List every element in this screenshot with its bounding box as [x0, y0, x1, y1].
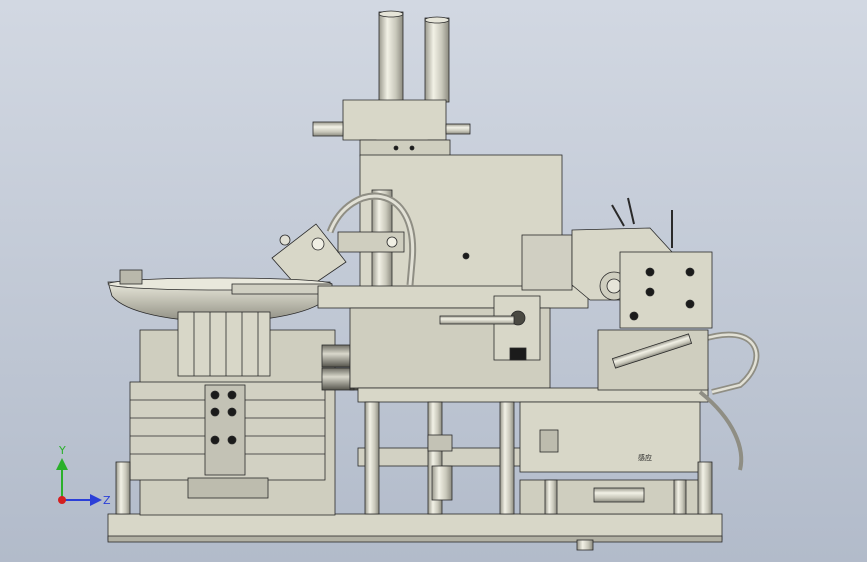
panel-marking: 感应 — [638, 453, 652, 462]
rotary-head — [521, 197, 760, 471]
base-plate — [107, 513, 723, 551]
top-actuator-block — [312, 99, 471, 157]
lower-press-frame: 感应 — [357, 387, 709, 515]
y-axis-label: Y — [58, 444, 66, 457]
vertical-guide-rods — [378, 10, 450, 105]
z-axis-arrowhead — [90, 494, 102, 506]
side-posts — [115, 461, 713, 515]
machine-assembly[interactable]: 感应 — [107, 10, 760, 551]
axis-triad: Y Z — [56, 444, 111, 507]
main-housing — [359, 154, 563, 291]
central-frame — [317, 285, 589, 389]
valve-manifold — [129, 311, 326, 499]
z-axis-label: Z — [103, 494, 111, 507]
vibratory-bowl — [107, 269, 333, 322]
y-axis-arrowhead — [56, 458, 68, 470]
x-axis-dot — [58, 496, 66, 504]
